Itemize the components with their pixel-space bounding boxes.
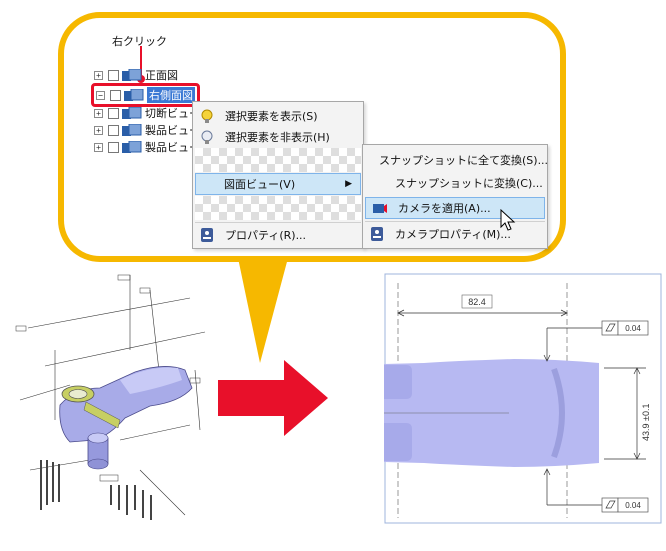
drawing-view-icon (122, 140, 142, 153)
menu-item-properties[interactable]: プロパティ(R)... (193, 224, 363, 246)
show-bulb-icon (201, 109, 213, 123)
menu-item-label: カメラを適用(A)... (398, 202, 491, 215)
context-menu: 選択要素を表示(S) 選択要素を非表示(H) 図面ビュー(V) ▶ プロパティ(… (192, 101, 364, 249)
width-dimension: 82.4 (468, 297, 486, 307)
hide-bulb-icon (201, 130, 213, 144)
visibility-checkbox[interactable] (108, 69, 119, 81)
visibility-checkbox[interactable] (108, 141, 119, 153)
tree-item-label: 製品ビュー (145, 141, 200, 154)
visibility-checkbox[interactable] (110, 89, 121, 101)
transparent-area (195, 148, 361, 172)
menu-item-hide-selected[interactable]: 選択要素を非表示(H) (193, 126, 363, 148)
tree-item-section-view[interactable]: + 切断ビュー (94, 105, 200, 121)
drawing-view-icon (122, 123, 142, 136)
callout-pointer (238, 258, 288, 363)
isometric-drawing (15, 274, 206, 520)
tree-item-label: 右側面図 (147, 87, 195, 103)
menu-item-label: 選択要素を表示(S) (225, 110, 318, 123)
menu-separator (365, 221, 545, 222)
camera-properties-icon (371, 227, 383, 241)
menu-item-label: スナップショットに変換(C)... (395, 177, 543, 190)
right-click-annotation: 右クリック (112, 35, 167, 48)
tree-item-product-view[interactable]: + 製品ビュー (94, 122, 200, 138)
menu-item-label: スナップショットに全て変換(S)... (379, 154, 549, 167)
expand-icon[interactable]: + (94, 108, 103, 118)
transparent-area (195, 196, 361, 220)
camera-apply-icon (373, 204, 387, 213)
tree-item-label: 製品ビュー (145, 124, 200, 137)
tree-item-label: 切断ビュー (145, 107, 200, 120)
menu-item-snapshot[interactable]: スナップショットに変換(C)... (363, 172, 547, 194)
expand-icon[interactable]: + (94, 142, 103, 152)
visibility-checkbox[interactable] (108, 107, 119, 119)
menu-item-label: 選択要素を非表示(H) (225, 131, 330, 144)
tree-item-label: 正面図 (145, 69, 178, 82)
menu-separator (195, 222, 361, 223)
menu-item-show-selected[interactable]: 選択要素を表示(S) (193, 105, 363, 127)
menu-item-label: カメラプロパティ(M)... (395, 228, 511, 241)
drawing-view-submenu: スナップショットに全て変換(S)... スナップショットに変換(C)... カメ… (362, 144, 548, 249)
menu-item-apply-camera[interactable]: カメラを適用(A)... (365, 197, 545, 219)
menu-item-label: 図面ビュー(V) (224, 178, 296, 191)
mouse-cursor-icon (500, 209, 516, 231)
expand-icon[interactable]: − (96, 90, 105, 100)
menu-item-snapshot-all[interactable]: スナップショットに全て変換(S)... (363, 149, 549, 171)
tree-item-front-view[interactable]: + 正面図 (94, 67, 178, 83)
visibility-checkbox[interactable] (108, 124, 119, 136)
properties-icon (201, 228, 213, 242)
menu-item-camera-properties[interactable]: カメラプロパティ(M)... (363, 223, 547, 245)
expand-icon[interactable]: + (94, 70, 103, 80)
menu-item-drawing-view[interactable]: 図面ビュー(V) ▶ (195, 173, 361, 195)
expand-icon[interactable]: + (94, 125, 103, 135)
side-view-drawing: 82.4 43.9 ±0.1 0.04 0.04 (384, 273, 662, 524)
flatness-top-value: 0.04 (625, 324, 641, 333)
tree-item-product-view[interactable]: + 製品ビュー (94, 139, 200, 155)
submenu-arrow-icon: ▶ (345, 179, 352, 189)
menu-item-label: プロパティ(R)... (225, 229, 307, 242)
transition-arrow (218, 360, 328, 436)
tree-item-right-side-view[interactable]: − 右側面図 (91, 83, 200, 107)
flatness-bottom-value: 0.04 (625, 501, 641, 510)
drawing-view-icon (122, 68, 142, 81)
height-dimension: 43.9 ±0.1 (641, 404, 651, 441)
drawing-view-icon (124, 88, 144, 101)
drawing-view-icon (122, 106, 142, 119)
